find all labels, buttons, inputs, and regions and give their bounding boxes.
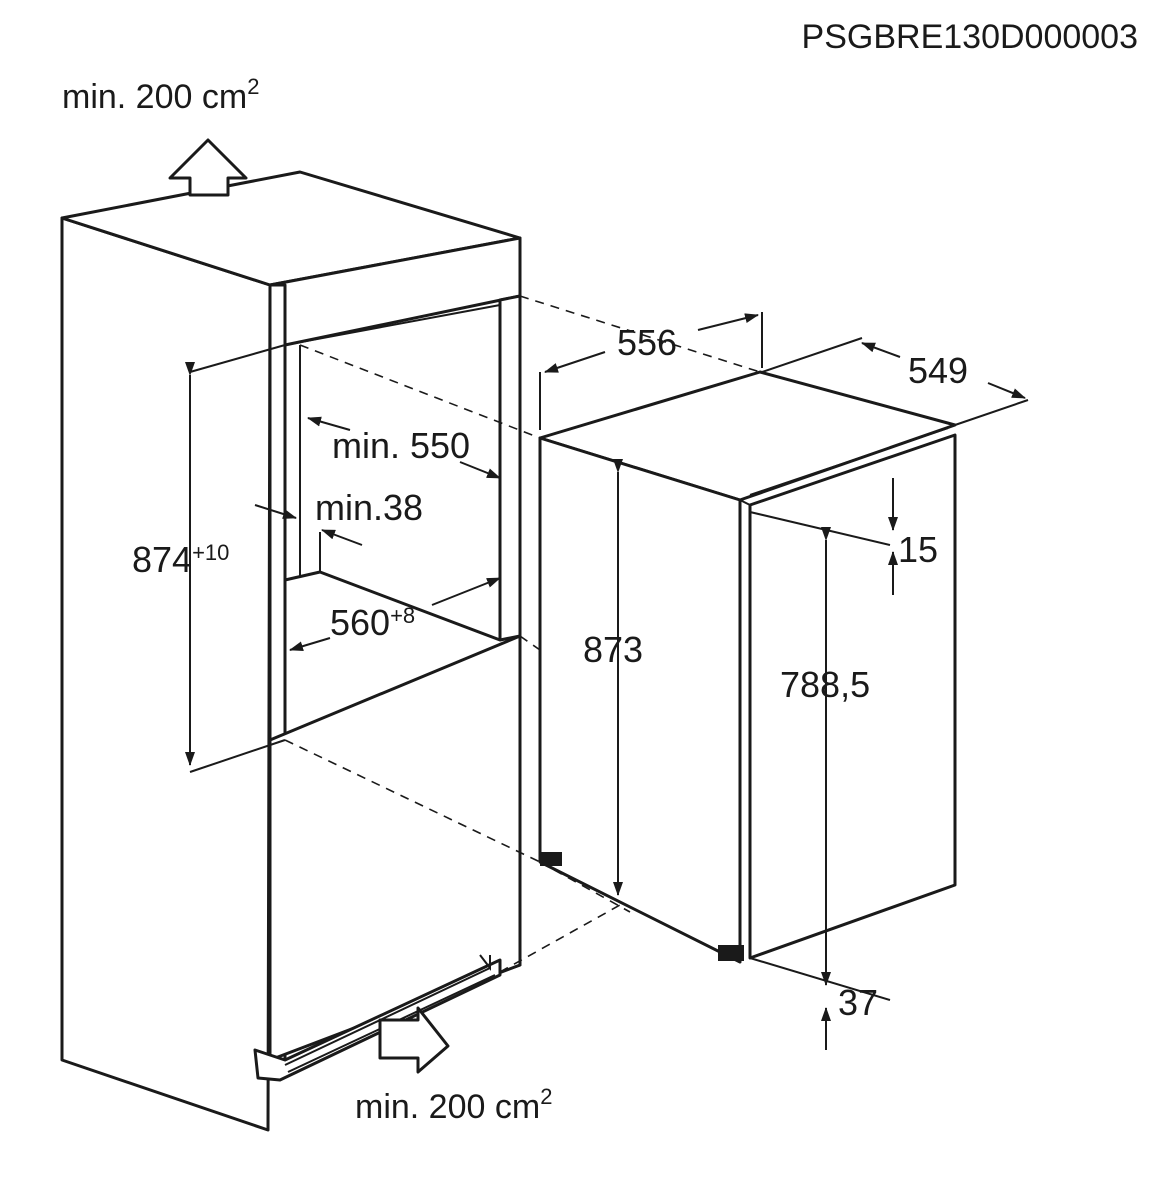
gap-arrow-right — [321, 529, 363, 546]
door-height-label: 788,5 — [780, 664, 870, 705]
appliance-width-arrow-right — [697, 313, 759, 331]
appliance-door-edge — [739, 499, 751, 506]
niche-top-inner — [284, 304, 501, 346]
cabinet-lower-door — [268, 634, 522, 1062]
appliance-foot-right — [718, 945, 744, 961]
ventilation-bottom-label: min. 200 cm2 — [355, 1084, 552, 1126]
gap-label: min.38 — [315, 487, 423, 528]
niche-width-arrow-right — [431, 577, 501, 606]
appliance-foot-left — [540, 852, 562, 866]
niche-width-arrow-left — [289, 637, 331, 652]
niche-depth-arrow-right — [459, 461, 501, 479]
appliance-door — [748, 433, 957, 960]
appliance-depth-arrow-left — [861, 342, 901, 358]
niche-depth-arrow-left — [307, 416, 351, 431]
niche-width-label: 560+8 — [330, 602, 415, 643]
appliance-depth-label: 549 — [908, 350, 968, 391]
bottom-offset-label: 37 — [838, 982, 878, 1023]
plinth-gap-1 — [284, 967, 491, 1066]
appliance-depth-arrow-right — [987, 382, 1026, 399]
appliance-side — [538, 436, 742, 964]
appliance-top-trim — [749, 427, 949, 496]
appliance — [538, 370, 957, 964]
cabinet-side-panel — [60, 216, 272, 1132]
plinth-step — [479, 954, 491, 971]
projection-lines — [284, 295, 761, 973]
drawing-code: PSGBRE130D000003 — [802, 18, 1138, 56]
ventilation-arrow-bottom — [378, 1006, 450, 1074]
niche-height-label: 874+10 — [132, 539, 229, 580]
dimension-lines — [185, 312, 1029, 1050]
top-offset-label: 15 — [898, 529, 938, 570]
ventilation-arrow-top — [168, 138, 248, 197]
niche-depth-label: min. 550 — [332, 425, 470, 466]
appliance-width-label: 556 — [617, 322, 677, 363]
ventilation-top-label: min. 200 cm2 — [62, 74, 259, 116]
cabinet — [60, 170, 522, 1132]
appliance-height-label: 873 — [583, 629, 643, 670]
appliance-width-arrow-left — [544, 351, 606, 373]
gap-arrow-left — [254, 504, 297, 519]
